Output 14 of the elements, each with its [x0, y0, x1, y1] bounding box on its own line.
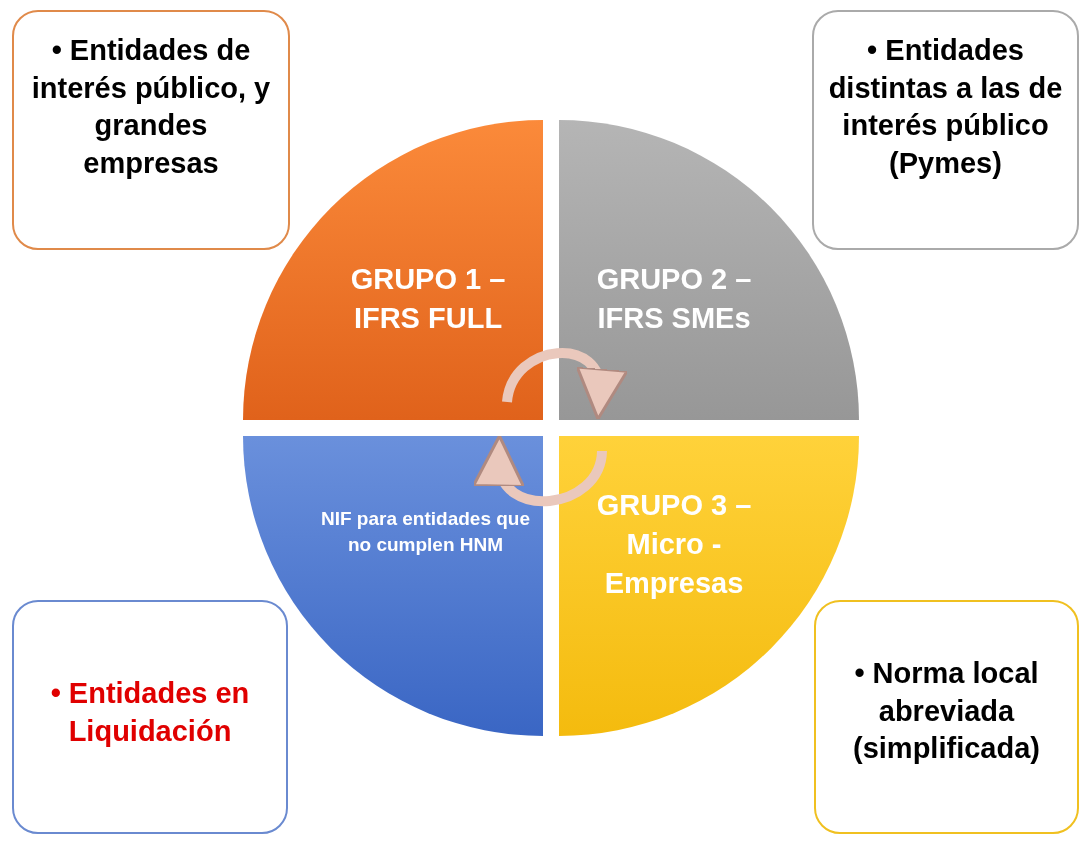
card-text: • Entidades de interés público, y grandes empresas [30, 33, 272, 182]
text-card [12, 600, 288, 834]
text-card [12, 10, 290, 250]
text-card [814, 600, 1079, 834]
curved-arrow [475, 434, 607, 506]
card-text: • Entidades distintas a las de interés público (Pymes) [827, 33, 1064, 182]
quadrant-label: NIF para entidades que no cumplen HNM [319, 507, 531, 557]
quadrant-label: GRUPO 3 – Micro - Empresas [595, 488, 753, 602]
text-card [812, 10, 1079, 250]
card-text: • Entidades en Liquidación [49, 676, 251, 749]
card-text: • Norma local abreviada (simplificada) [852, 656, 1041, 767]
curved-arrow [502, 348, 626, 421]
quadrant-label: GRUPO 1 – IFRS FULL [349, 262, 507, 337]
quadrant-label: GRUPO 2 – IFRS SMEs [595, 262, 753, 337]
